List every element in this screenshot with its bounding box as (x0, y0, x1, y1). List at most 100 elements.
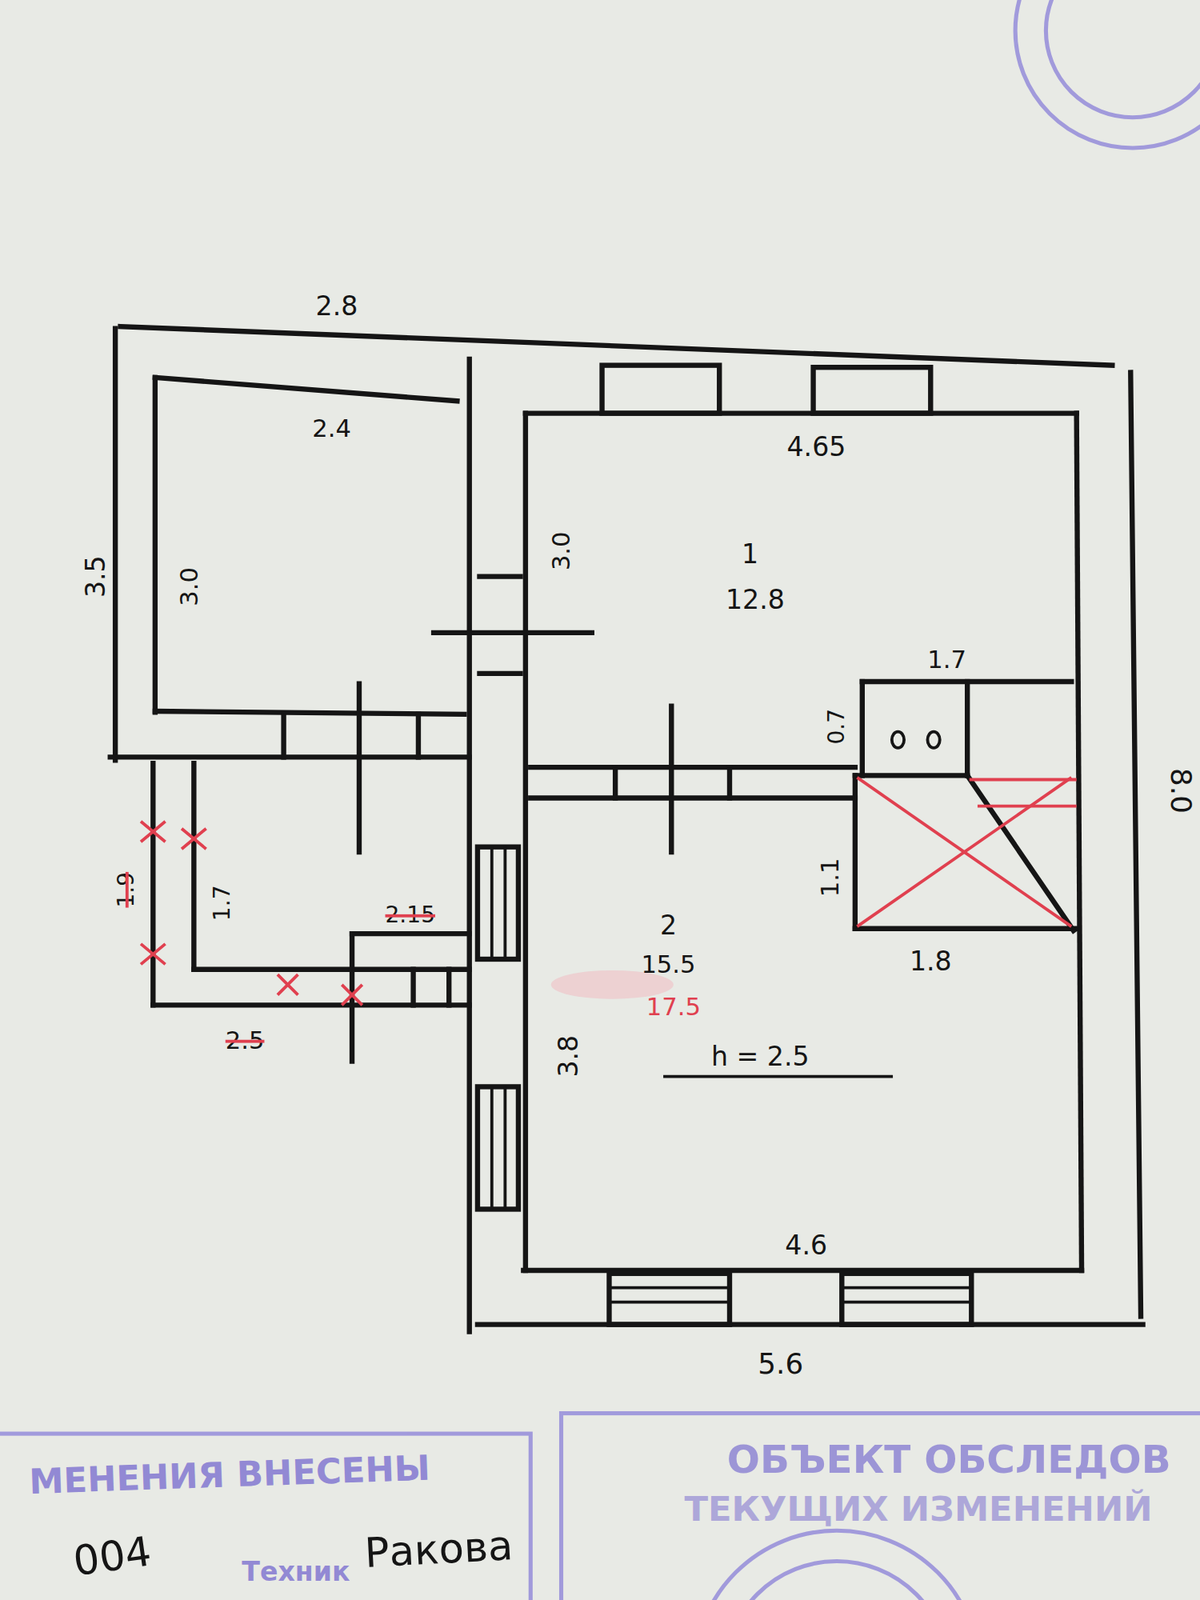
plan-line (356, 684, 362, 852)
signature: Ракова (364, 1524, 515, 1574)
plan-line (841, 1300, 972, 1304)
dimension: 2.4 (312, 416, 352, 441)
crossed-dimension: 2.5 (225, 1028, 265, 1054)
plan-line (927, 732, 940, 748)
room-area: 12.8 (725, 586, 785, 613)
plan-line (602, 365, 720, 414)
plan-line (467, 359, 472, 1332)
room-area: 15.5 (640, 952, 696, 977)
plan-line (193, 967, 469, 972)
plan-line (416, 714, 421, 758)
chimney-symbols (892, 732, 940, 748)
plan-line (152, 377, 158, 712)
plan-line (969, 778, 1077, 782)
plan-line (727, 767, 732, 798)
plan-line (856, 777, 1072, 927)
dimension: 3.0 (177, 567, 203, 607)
plan-line (140, 944, 166, 965)
plan-line (150, 763, 156, 1005)
plan-line (110, 754, 470, 760)
plan-line (479, 671, 520, 676)
dimension: 3.0 (548, 531, 574, 571)
stamp-frame (0, 1433, 531, 1600)
plan-line (410, 969, 416, 1006)
room-number: 1 (741, 540, 759, 568)
plan-line (841, 1273, 972, 1325)
plan-line (1130, 372, 1141, 1317)
plan-line (490, 847, 494, 960)
plan-line (477, 1086, 519, 1209)
plan-line (841, 1286, 972, 1290)
dimension: 2.8 (316, 292, 359, 320)
plan-line (977, 804, 1077, 808)
dimension: 1.7 (927, 648, 967, 673)
dimension: 4.6 (784, 1232, 828, 1259)
stamp-text: ТЕКУЩИХ ИЗМЕНЕНИЙ (684, 1491, 1152, 1526)
plan-line (490, 1086, 494, 1209)
plan-line (503, 847, 507, 960)
plan-line (608, 1300, 730, 1304)
plan-line (181, 828, 207, 850)
plan-line (352, 931, 470, 936)
walls (110, 326, 1144, 1332)
plan-line (663, 1075, 893, 1079)
plan-line (967, 775, 1074, 931)
round-stamp (724, 1561, 950, 1600)
plan-line (1076, 413, 1082, 1271)
round-stamp (693, 1530, 980, 1600)
plan-line (120, 326, 1113, 365)
plan-line (112, 328, 118, 761)
room: 2 15.5 17.5 h = 2.5 (525, 797, 1082, 1271)
dimension: 0.7 (825, 708, 848, 745)
window-hatching (492, 847, 972, 1303)
plan-line (855, 772, 968, 778)
plan-line (608, 1273, 730, 1325)
red-corrections (140, 777, 1077, 1005)
plan-line (530, 795, 856, 800)
room-number: 2 (660, 912, 677, 939)
plan-line (612, 767, 618, 798)
plan-line (191, 763, 196, 970)
dimension: 3.8 (555, 1035, 582, 1078)
plan-line (523, 413, 528, 1271)
plan-line (140, 821, 166, 843)
plan-line (280, 714, 286, 758)
plan-line (477, 847, 519, 960)
room: 112.8 (525, 413, 1077, 768)
plan-line (155, 377, 458, 401)
plan-line (433, 630, 592, 636)
plan-line (608, 1286, 730, 1290)
plan-line (964, 681, 970, 776)
dimension: 1.8 (909, 948, 952, 975)
plan-line (855, 926, 1077, 932)
corrected-area: 17.5 (646, 995, 701, 1020)
plan-line (668, 706, 674, 852)
stamp-text: МЕНЕНИЯ ВНЕСЕНЫ (28, 1450, 432, 1500)
plan-line (813, 367, 932, 413)
plan-line (477, 1321, 1144, 1327)
round-stamp (1015, 0, 1200, 148)
crossed-dimension: 1.9 (115, 872, 138, 908)
dimension: 1.7 (211, 885, 234, 922)
dimension: 4.65 (786, 433, 846, 460)
crossed-dimension: 2.15 (385, 904, 436, 927)
plan-line (341, 984, 363, 1006)
plan-line (152, 1002, 469, 1008)
plan-line (446, 969, 452, 1006)
plan-line (892, 732, 904, 748)
plan-line (479, 573, 520, 579)
plan-line (530, 764, 856, 770)
dimension: 1.1 (818, 858, 844, 898)
plan-line (860, 681, 865, 776)
dimension: 3.5 (82, 555, 109, 598)
plan-line (856, 777, 1072, 927)
handwritten-number: 004 (71, 1530, 155, 1582)
dimension: 8.0 (1166, 768, 1196, 814)
stamp-text: ОБЪЕКТ ОБСЛЕДОВ (727, 1440, 1172, 1479)
plan-line (852, 775, 858, 928)
dimension: 5.6 (757, 1349, 804, 1379)
plan-line (503, 1086, 507, 1209)
ceiling-height: h = 2.5 (711, 1043, 810, 1070)
